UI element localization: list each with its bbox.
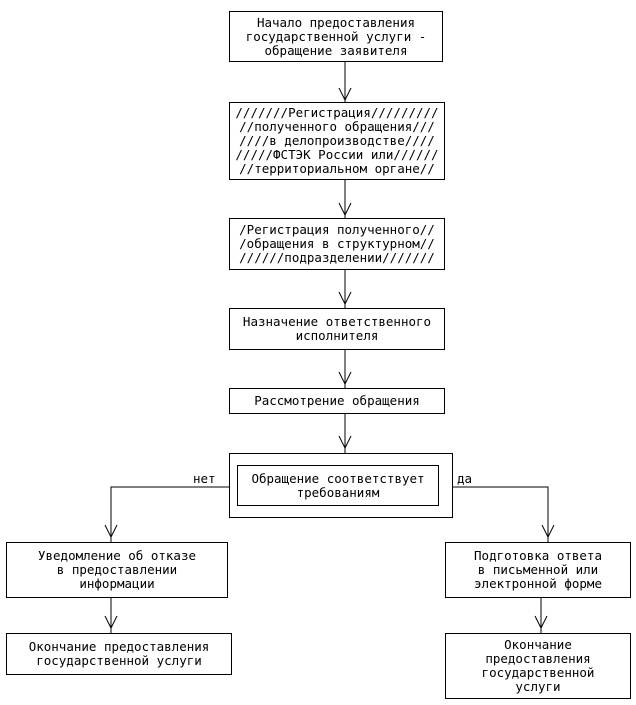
- branch-label-no: нет: [193, 471, 216, 486]
- node-registration-department-text: /Регистрация полученного// /обращения в …: [239, 222, 435, 265]
- arrow-yes-branch: [541, 524, 555, 539]
- arrow-start-reg: [338, 87, 352, 102]
- node-end-left-text: Окончание предоставления государственной…: [28, 639, 210, 668]
- node-refusal-notice: Уведомление об отказе в предоставлении и…: [6, 542, 228, 598]
- node-prepare-answer: Подготовка ответа в письменной или элект…: [445, 542, 631, 598]
- arrow-dept-assign: [338, 291, 352, 306]
- node-end-right-text: Окончание предоставления государственной…: [481, 637, 595, 694]
- node-decision-text: Обращение соответствует требованиям: [251, 470, 425, 500]
- node-assign-executor: Назначение ответственного исполнителя: [229, 308, 445, 350]
- node-end-right: Окончание предоставления государственной…: [445, 633, 631, 699]
- node-registration-fstek-text: ///////Регистрация///////// //полученног…: [235, 105, 439, 176]
- arrow-refusal-end: [104, 615, 118, 630]
- branch-label-yes: да: [457, 471, 473, 486]
- node-registration-fstek: ///////Регистрация///////// //полученног…: [229, 102, 445, 180]
- arrow-reg-dept: [338, 202, 352, 217]
- node-assign-executor-text: Назначение ответственного исполнителя: [242, 314, 432, 343]
- arrow-assign-review: [338, 371, 352, 386]
- node-decision: Обращение соответствует требованиям: [237, 465, 439, 506]
- arrow-no-branch: [104, 524, 118, 539]
- node-review-text: Рассмотрение обращения: [254, 393, 420, 408]
- connector-yes-branch: [453, 486, 549, 542]
- arrow-review-decision: [338, 435, 352, 450]
- arrow-prepare-end: [534, 615, 548, 630]
- node-decision-outer: Обращение соответствует требованиям: [229, 453, 453, 518]
- connector-no-branch: [110, 486, 229, 542]
- node-end-left: Окончание предоставления государственной…: [6, 633, 232, 675]
- node-review: Рассмотрение обращения: [229, 388, 445, 414]
- node-prepare-answer-text: Подготовка ответа в письменной или элект…: [474, 548, 602, 591]
- node-start: Начало предоставления государственной ус…: [229, 11, 443, 62]
- node-start-text: Начало предоставления государственной ус…: [245, 14, 427, 58]
- node-refusal-notice-text: Уведомление об отказе в предоставлении и…: [37, 548, 197, 591]
- node-registration-department: /Регистрация полученного// /обращения в …: [229, 218, 445, 270]
